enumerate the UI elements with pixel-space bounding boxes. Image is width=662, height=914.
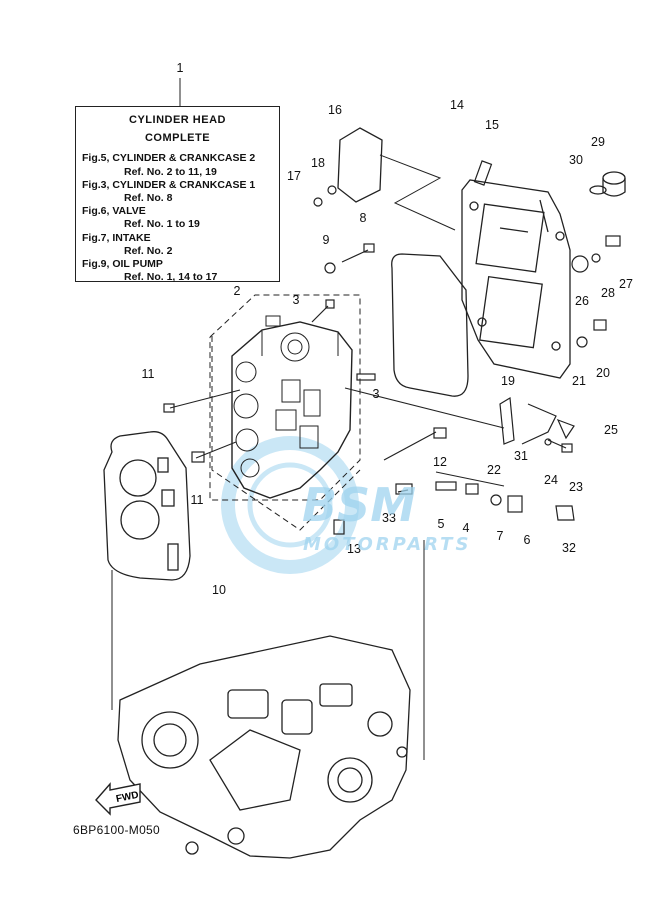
callout-3: 3 — [292, 293, 300, 307]
oil-filler-cap — [589, 171, 626, 197]
callout-11: 11 — [190, 493, 204, 507]
callout-27: 27 — [619, 277, 633, 291]
callout-12: 12 — [433, 455, 447, 469]
legend-title-line1: CYLINDER HEAD — [129, 114, 226, 126]
parts-reference-legend: CYLINDER HEAD COMPLETE Fig.5, CYLINDER &… — [75, 106, 280, 284]
legend-ref-line: Ref. No. 8 — [124, 192, 173, 205]
callout-17: 17 — [287, 169, 301, 183]
head-gasket — [103, 431, 191, 581]
callout-33: 33 — [382, 511, 396, 525]
head-cover-gasket — [391, 253, 469, 397]
callout-26: 26 — [575, 294, 589, 308]
legend-fig-line: Fig.9, OIL PUMP — [82, 258, 163, 271]
callout-15: 15 — [485, 118, 499, 132]
callout-24: 24 — [544, 473, 558, 487]
callout-13: 13 — [347, 542, 361, 556]
cylinder-head-assembly — [209, 294, 361, 531]
legend-fig-line: Fig.7, INTAKE — [82, 231, 151, 244]
callout-6: 6 — [523, 533, 531, 547]
crankcase-block — [117, 635, 411, 859]
callout-28: 28 — [601, 286, 615, 300]
callout-21: 21 — [572, 374, 586, 388]
legend-fig-line: Fig.5, CYLINDER & CRANKCASE 2 — [82, 152, 256, 165]
callout-20: 20 — [596, 366, 610, 380]
callout-22: 22 — [487, 463, 501, 477]
callout-30: 30 — [569, 153, 583, 167]
callout-18: 18 — [311, 156, 325, 170]
legend-ref-line: Ref. No. 2 to 11, 19 — [124, 165, 217, 178]
callout-2: 2 — [233, 284, 241, 298]
callout-25: 25 — [604, 423, 618, 437]
diagram-code: 6BP6100-M050 — [73, 823, 160, 837]
legend-ref-line: Ref. No. 1, 14 to 17 — [124, 271, 218, 284]
callout-29: 29 — [591, 135, 605, 149]
hardware-parts — [163, 160, 621, 535]
callout-9: 9 — [322, 233, 330, 247]
callout-1: 1 — [176, 61, 184, 75]
callout-16: 16 — [328, 103, 342, 117]
legend-ref-line: Ref. No. 2 — [124, 244, 173, 257]
callout-10: 10 — [212, 583, 226, 597]
svg-text:FWD: FWD — [115, 790, 140, 805]
callout-5: 5 — [437, 517, 445, 531]
legend-title-line2: COMPLETE — [144, 132, 211, 145]
watermark-subtitle: MOTORPARTS — [303, 534, 472, 555]
watermark-brand: BSM — [302, 478, 416, 532]
legend-ref-line: Ref. No. 1 to 19 — [124, 218, 200, 231]
callout-8: 8 — [359, 211, 367, 225]
cylinder-head-cover — [461, 179, 571, 379]
callout-23: 23 — [569, 480, 583, 494]
callout-3: 3 — [372, 387, 380, 401]
fwd-arrow: FWD — [95, 782, 141, 816]
cover-plate — [337, 127, 383, 203]
watermark-logo — [221, 436, 359, 574]
callout-4: 4 — [462, 521, 470, 535]
callout-11: 11 — [141, 367, 155, 381]
callout-14: 14 — [450, 98, 464, 112]
callout-32: 32 — [562, 541, 576, 555]
callout-7: 7 — [496, 529, 504, 543]
legend-fig-line: Fig.6, VALVE — [82, 205, 146, 218]
legend-fig-line: Fig.3, CYLINDER & CRANKCASE 1 — [82, 178, 256, 191]
callout-19: 19 — [501, 374, 515, 388]
callout-31: 31 — [514, 449, 528, 463]
